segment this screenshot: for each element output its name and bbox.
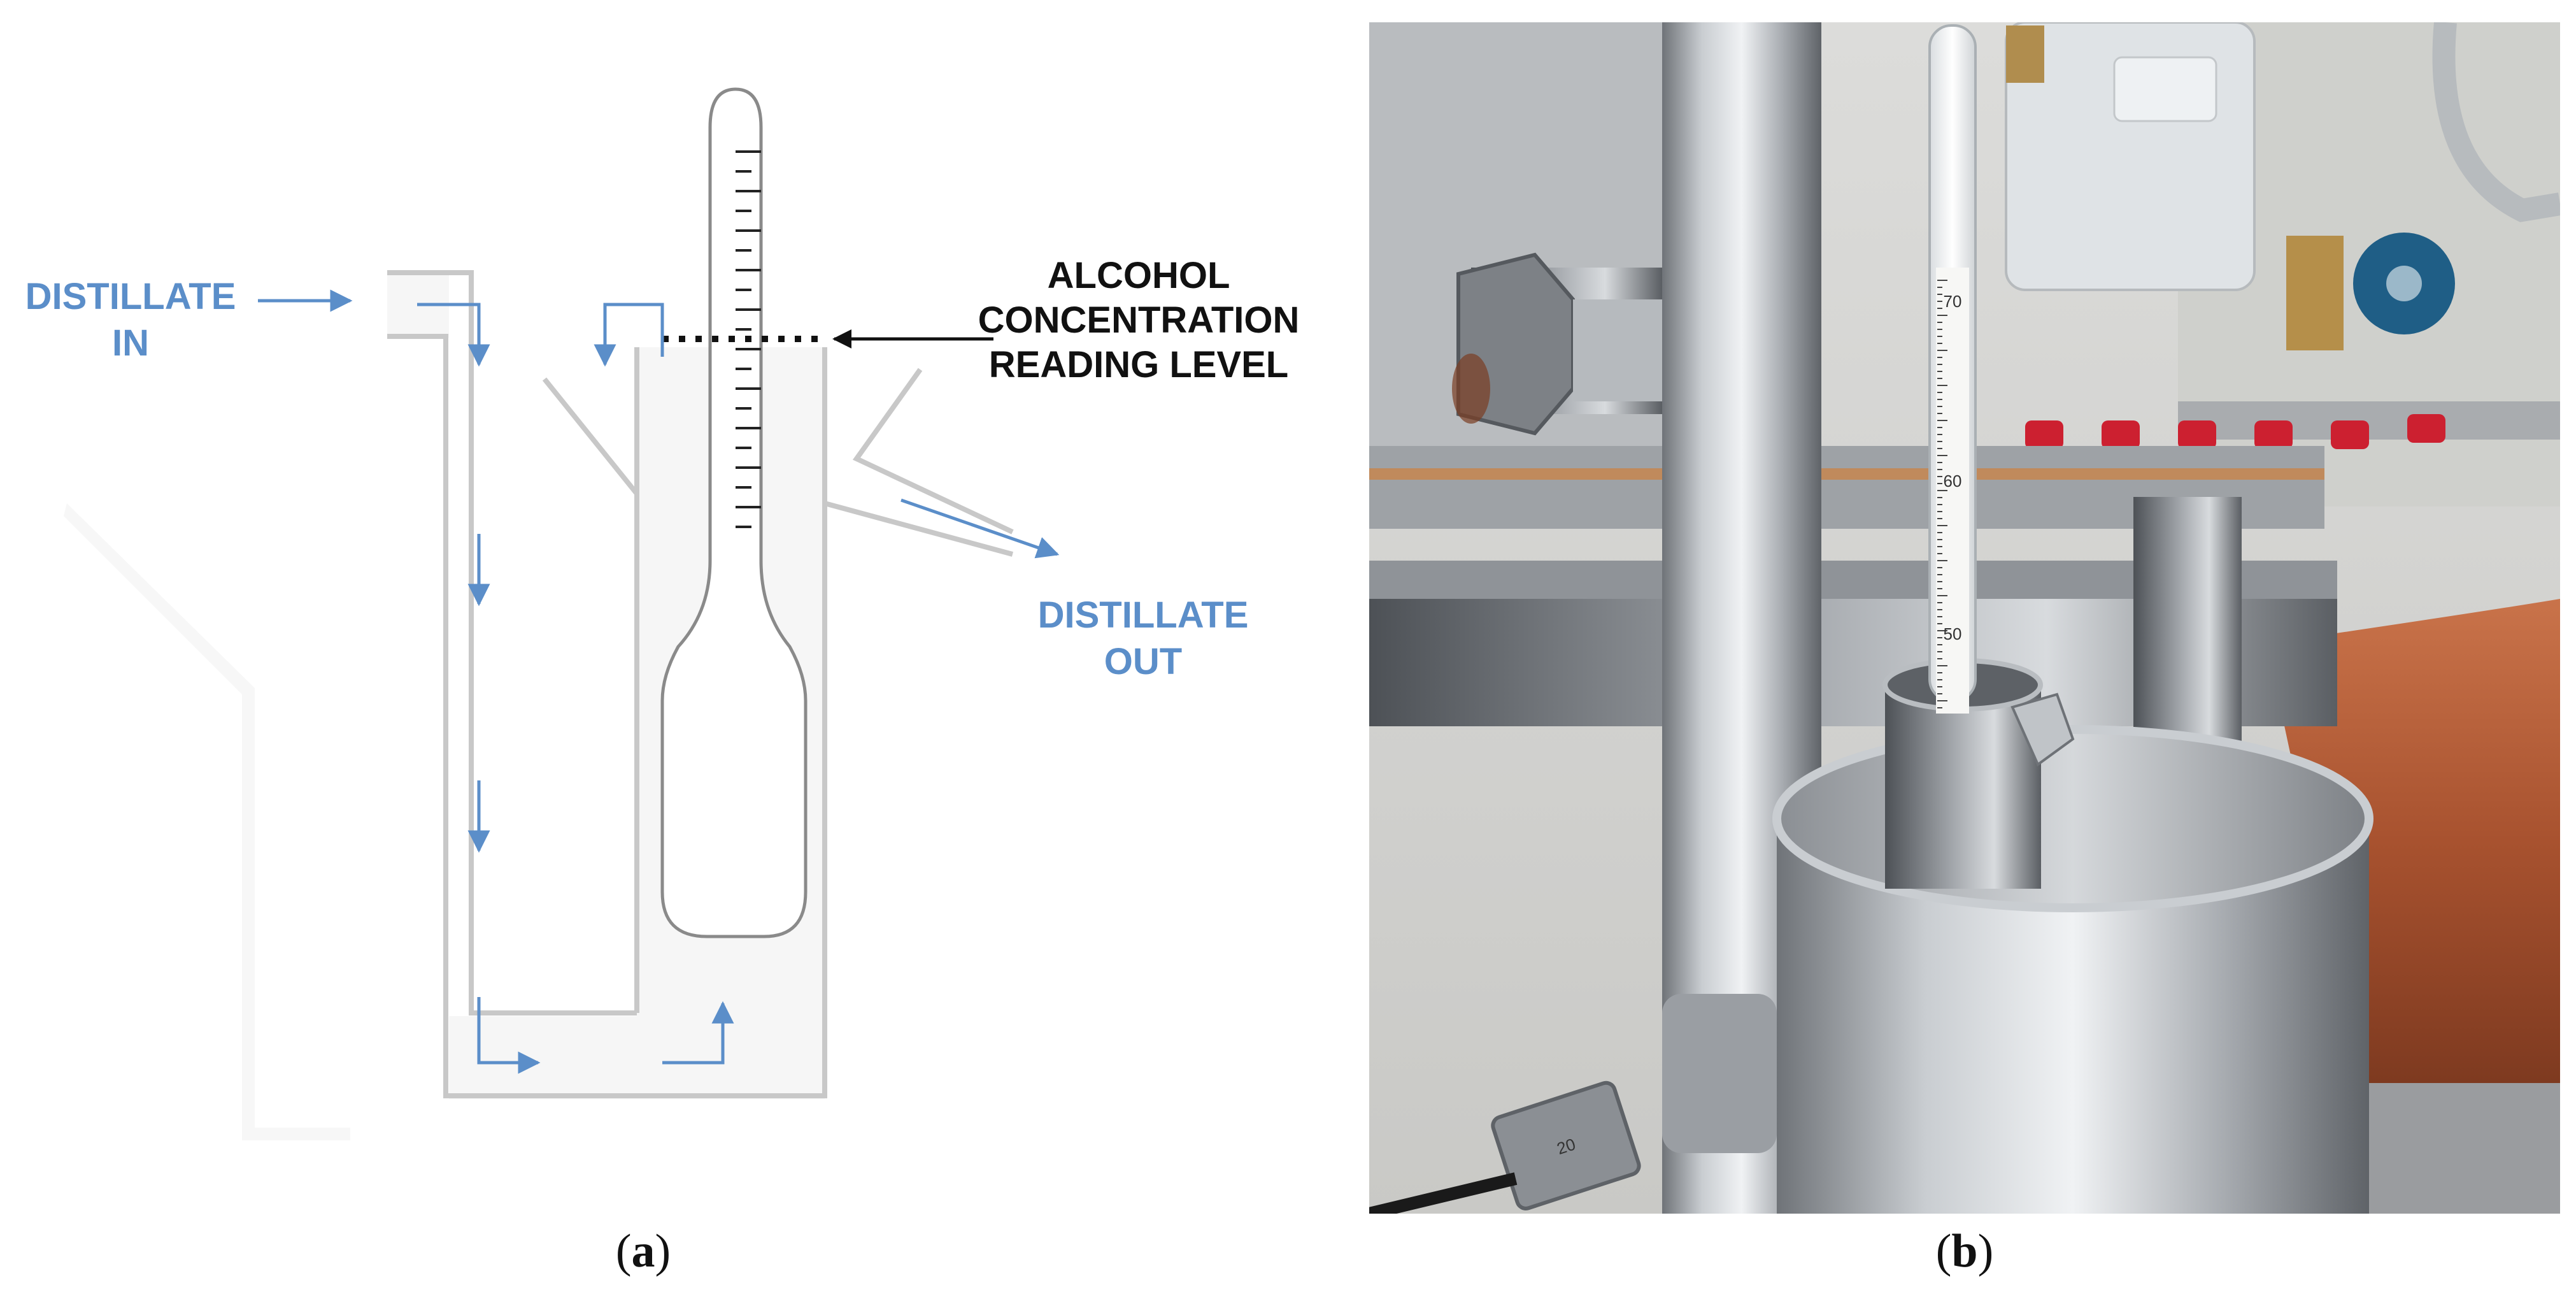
inlet-tube-inner [387, 334, 827, 1098]
scale-label-50: 50 [1944, 624, 1962, 643]
scale-label-60: 60 [1944, 471, 1962, 491]
flow-arrow-corner-2 [477, 997, 541, 1074]
flow-arrow-corner-1 [417, 303, 490, 367]
hydrometer-photo-ticks [1937, 280, 1947, 708]
inlet-tube-outline [387, 270, 637, 1016]
label-distillate-in-2: IN [112, 322, 149, 364]
funnel-left [542, 377, 639, 496]
flow-arrow-corner-4 [594, 303, 664, 367]
flow-arrows [258, 289, 1060, 1074]
funnel-right [852, 368, 1014, 535]
hydrometer-scale-ticks [736, 150, 761, 528]
ghost-shape [64, 503, 350, 1140]
label-distillate-out-1: DISTILLATE [1038, 594, 1249, 636]
label-distillate-in-1: DISTILLATE [25, 276, 236, 317]
panel-b-photo: 20 70 60 50 (b) [1369, 22, 2560, 1277]
scale-label-70: 70 [1944, 292, 1962, 311]
panel-a: DISTILLATE IN ALCOHOL CONCENTRATION READ… [25, 87, 1300, 1277]
hydrometer-diagram [660, 87, 808, 938]
flow-arrow-out [900, 498, 1060, 559]
label-distillate-out-2: OUT [1104, 641, 1182, 682]
label-reading-1: ALCOHOL [1048, 255, 1230, 296]
label-reading-2: CONCENTRATION [978, 299, 1300, 341]
flow-arrow-corner-3 [662, 1001, 734, 1065]
outlet-lower [823, 501, 1014, 557]
label-reading-3: READING LEVEL [989, 344, 1289, 385]
caption-a: (a) [616, 1225, 671, 1277]
caption-b: (b) [1936, 1225, 1993, 1277]
